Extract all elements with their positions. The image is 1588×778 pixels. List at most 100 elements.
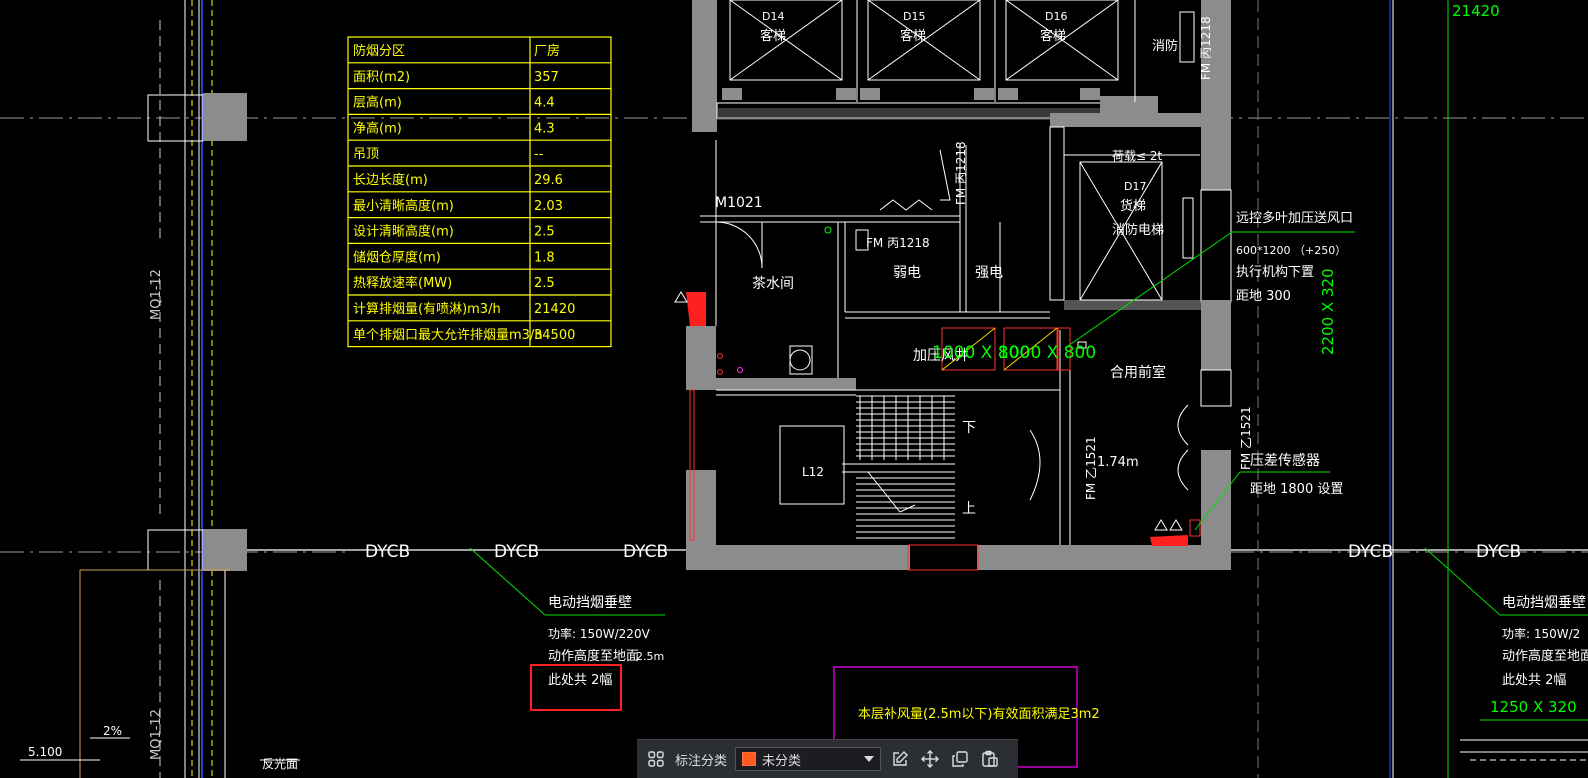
paste-icon[interactable] bbox=[979, 748, 1001, 770]
duct-size-1250-label: 1250 X 320 bbox=[1490, 698, 1577, 716]
fanwei-label: 反光面 bbox=[262, 757, 298, 771]
table-cell-value: 357 bbox=[534, 70, 559, 85]
table-cell-label: 净高(m) bbox=[353, 120, 402, 136]
m1021-label: M1021 bbox=[715, 195, 763, 211]
table-cell-value: 34500 bbox=[534, 328, 575, 343]
table-cell-label: 吊顶 bbox=[353, 147, 379, 162]
table-cell-label: 长边长度(m) bbox=[353, 172, 428, 188]
table-cell-value: 4.3 bbox=[534, 121, 555, 136]
table-cell-label: 计算排烟量(有喷淋)m3/h bbox=[353, 302, 501, 317]
weak-current-label: 弱电 bbox=[893, 265, 921, 281]
smoke-curtain-count-2: 此处共 2幅 bbox=[1502, 673, 1566, 688]
height-label: 1.74m bbox=[1097, 455, 1139, 470]
fm-z-label-1: FM 乙1521 bbox=[1084, 436, 1098, 500]
smoke-curtain-power-2: 功率: 150W/2 bbox=[1502, 626, 1580, 641]
category-color-swatch bbox=[742, 752, 757, 766]
mq-label: MQ1-12 bbox=[149, 269, 164, 320]
table-cell-value: 1.8 bbox=[534, 250, 555, 265]
smoke-curtain-height-2: 动作高度至地面 bbox=[1502, 648, 1588, 664]
keti-label-2: 客梯 bbox=[900, 28, 926, 44]
load-label: 荷载≤ 2t bbox=[1112, 149, 1163, 163]
strong-current-label: 强电 bbox=[975, 265, 1003, 281]
tea-room-label: 茶水间 bbox=[752, 276, 794, 292]
elevator-block-top bbox=[692, 0, 1231, 190]
table-cell-label: 储烟仓厚度(m) bbox=[353, 249, 441, 265]
pressure-sensor-title: 压差传感器 bbox=[1250, 452, 1320, 469]
table-cell-value: 4.4 bbox=[534, 96, 555, 111]
table-cell-label: 面积(m2) bbox=[353, 70, 410, 85]
chevron-down-icon bbox=[864, 756, 875, 762]
fire-lift-label: 消防电梯 bbox=[1112, 222, 1164, 238]
table-cell-label: 层高(m) bbox=[353, 95, 402, 111]
dycb-label-1: DYCB bbox=[365, 542, 410, 562]
keti-label-3: 客梯 bbox=[1040, 28, 1066, 44]
air-vent-size: 600*1200 （+250） bbox=[1236, 244, 1346, 257]
airflow-21420-label: 21420 bbox=[1452, 2, 1500, 20]
leader-lines bbox=[469, 0, 1588, 778]
l12-label: L12 bbox=[802, 465, 824, 479]
table-cell-label: 防烟分区 bbox=[353, 43, 405, 59]
xiaofang-label: 消防 bbox=[1152, 38, 1178, 54]
duct-size-2: 1000 X 800 bbox=[998, 343, 1096, 363]
d15-label: D15 bbox=[903, 10, 925, 23]
duct-size-2200-label: 2200 X 320 bbox=[1319, 268, 1337, 355]
table-cell-value: 29.6 bbox=[534, 173, 563, 188]
grid-icon[interactable] bbox=[645, 748, 667, 770]
fm-label-top-right: FM 丙1218 bbox=[1199, 16, 1213, 80]
pressurization-shaft bbox=[674, 226, 1201, 546]
keti-label-1: 客梯 bbox=[760, 28, 786, 44]
d16-label: D16 bbox=[1045, 10, 1067, 23]
table-cell-label: 设计清晰高度(m) bbox=[353, 224, 454, 240]
dycb-label-4: DYCB bbox=[1348, 542, 1393, 562]
stair-up-label: 上 bbox=[962, 501, 976, 517]
fm-vertical-label: FM 丙1218 bbox=[954, 141, 968, 205]
right-side-lines bbox=[1257, 0, 1588, 778]
table-cell-value: -- bbox=[534, 147, 544, 162]
table-cell-label: 热释放速率(MW) bbox=[353, 275, 452, 291]
highlight-box[interactable] bbox=[530, 664, 622, 711]
table-cell-value: 厂房 bbox=[534, 43, 560, 59]
air-vent-actuator: 执行机构下置 bbox=[1236, 265, 1314, 280]
table-cell-value: 2.5 bbox=[534, 276, 555, 291]
annotation-toolbar: 标注分类 未分类 bbox=[637, 739, 1018, 778]
move-icon[interactable] bbox=[919, 748, 941, 770]
stair-down-label: 下 bbox=[962, 420, 976, 436]
slope-label: 2% bbox=[103, 724, 122, 738]
table-cell-value: 21420 bbox=[534, 302, 575, 317]
air-vent-title: 远控多叶加压送风口 bbox=[1236, 210, 1353, 226]
category-select[interactable]: 未分类 bbox=[735, 747, 882, 771]
category-label: 标注分类 bbox=[675, 753, 728, 769]
edit-icon[interactable] bbox=[889, 748, 911, 770]
mq-label-2: MQ1-12 bbox=[149, 709, 164, 760]
dycb-label-5: DYCB bbox=[1476, 542, 1521, 562]
d17-label: D17 bbox=[1124, 180, 1146, 193]
fm-z-label-2: FM 乙1521 bbox=[1239, 406, 1253, 470]
smoke-curtain-power: 功率: 150W/220V bbox=[548, 626, 651, 641]
staircase bbox=[842, 395, 955, 539]
left-facade bbox=[20, 0, 300, 778]
freight-lift-label: 货梯 bbox=[1120, 198, 1146, 214]
dycb-label-3: DYCB bbox=[623, 542, 668, 562]
pressure-sensor-distance: 距地 1800 设置 bbox=[1250, 482, 1343, 497]
elevation-label: 5.100 bbox=[28, 745, 62, 759]
category-value: 未分类 bbox=[762, 753, 802, 769]
smoke-curtain-height-value: 2.5m bbox=[636, 650, 664, 663]
smoke-curtain-title-2: 电动挡烟垂壁 bbox=[1502, 595, 1586, 611]
core-walls bbox=[686, 113, 1232, 571]
dycb-label-2: DYCB bbox=[494, 542, 539, 562]
smoke-curtain-height: 动作高度至地面 bbox=[548, 648, 639, 664]
table-cell-label: 单个排烟口最大允许排烟量m3/h bbox=[353, 327, 543, 343]
smoke-curtain-count: 此处共 2幅 bbox=[548, 673, 612, 688]
table-cell-label: 最小清晰高度(m) bbox=[353, 198, 454, 214]
copy-icon[interactable] bbox=[949, 748, 971, 770]
d14-label: D14 bbox=[762, 10, 784, 23]
air-supply-note: 本层补风量(2.5m以下)有效面积满足3m2 bbox=[858, 707, 1100, 722]
smoke-curtain-title: 电动挡烟垂壁 bbox=[548, 595, 632, 611]
pressure-shaft-label: 加压风井 bbox=[913, 348, 969, 364]
table-cell-value: 2.03 bbox=[534, 199, 563, 214]
fm-door-label: FM 丙1218 bbox=[866, 236, 930, 250]
table-cell-value: 2.5 bbox=[534, 225, 555, 240]
air-vent-distance: 距地 300 bbox=[1236, 289, 1291, 304]
